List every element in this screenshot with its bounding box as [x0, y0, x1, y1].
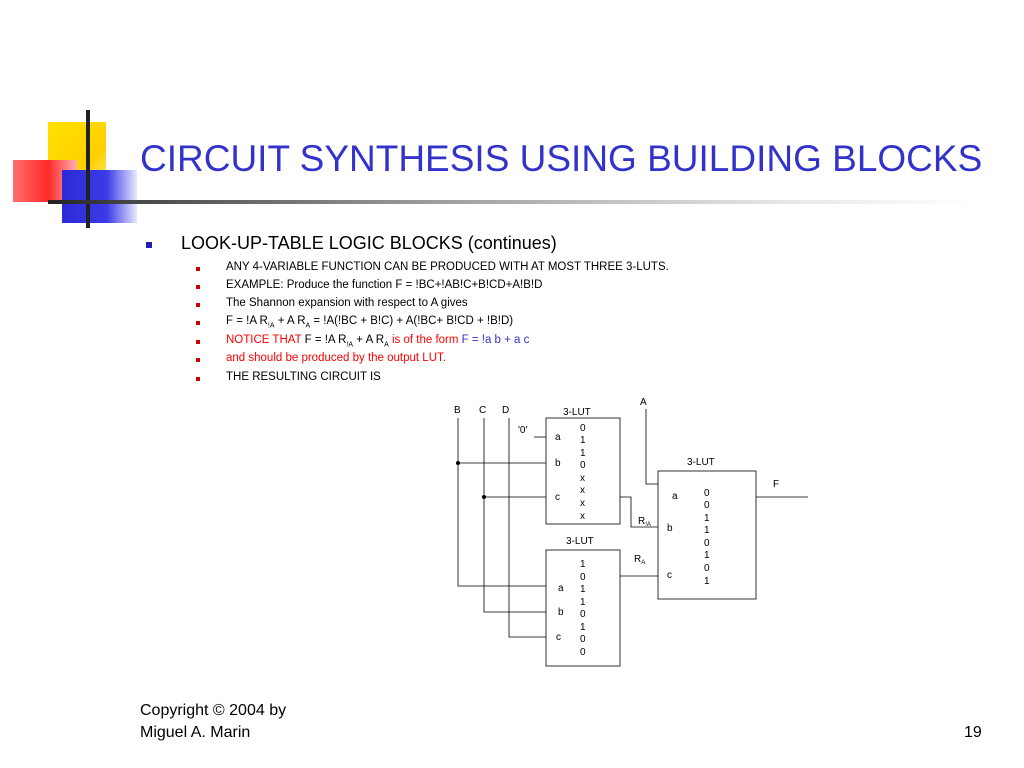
- sub-bullet-marker-icon: [196, 303, 200, 307]
- sub-bullet-4-text: F = !A R!A + A RA = !A(!BC + B!C) + A(!B…: [226, 315, 514, 330]
- sub-bullet-marker-icon: [196, 377, 200, 381]
- junction-dot: [456, 461, 460, 465]
- lut1-bit: 0: [580, 460, 586, 471]
- lut1-bit: x: [580, 473, 585, 484]
- lut1-pin-b: b: [555, 458, 561, 469]
- lut3-bit: 1: [704, 525, 710, 536]
- decor-vertical-bar: [86, 110, 90, 228]
- sub-bullet-2-text: EXAMPLE: Produce the function F = !BC+!A…: [226, 279, 543, 291]
- lut1-bit: x: [580, 511, 585, 522]
- lut2-bit: 1: [580, 622, 586, 633]
- wire-a-to-lut3-a: [645, 409, 658, 485]
- const-zero-label: '0': [518, 425, 527, 436]
- lut3-pin-c: c: [667, 570, 672, 581]
- lut1-pin-a: a: [555, 432, 561, 443]
- copyright-line-2: Miguel A. Marin: [140, 724, 251, 741]
- lut3-bit: 1: [704, 513, 710, 524]
- wire-c-to-lut2-b: [483, 418, 546, 613]
- input-d-label: D: [502, 405, 509, 416]
- input-a-label: A: [640, 397, 647, 408]
- lut2-pin-b: b: [558, 607, 564, 618]
- lut1-bit: 1: [580, 435, 586, 446]
- sub-bullet-3-text: The Shannon expansion with respect to A …: [226, 297, 468, 309]
- r-not-a-label: R!A: [638, 516, 651, 528]
- sub-bullet-5-text: NOTICE THAT F = !A R!A + A RA is of the …: [226, 334, 530, 349]
- bullet-marker-icon: [146, 242, 152, 248]
- lut3-pin-a: a: [672, 491, 678, 502]
- wire-r-not-a: [620, 496, 658, 528]
- lut2-title: 3-LUT: [566, 536, 594, 547]
- lut2-bit: 0: [580, 634, 586, 645]
- wire-d-to-lut2-c: [508, 418, 546, 638]
- lut1-pin-c: c: [555, 492, 560, 503]
- lut3-bit: 1: [704, 576, 710, 587]
- input-c-label: C: [479, 405, 486, 416]
- lut2-pin-c: c: [556, 632, 561, 643]
- lut2-bits: 1 0 1 1 0 1 0 0: [580, 559, 586, 658]
- copyright-line-1: Copyright © 2004 by: [140, 702, 287, 719]
- title-underline: [48, 200, 978, 204]
- lut3-box: [657, 470, 757, 600]
- footer-copyright: Copyright © 2004 by Miguel A. Marin: [140, 700, 286, 744]
- lut2-pin-a: a: [558, 583, 564, 594]
- lut3-bit: 0: [704, 538, 710, 549]
- sub-bullet-marker-icon: [196, 321, 200, 325]
- lut2-bit: 0: [580, 609, 586, 620]
- lut2-bit: 1: [580, 597, 586, 608]
- r-a-label: RA: [634, 554, 645, 566]
- sub-bullet-7-text: THE RESULTING CIRCUIT IS: [226, 371, 381, 383]
- lut2-bit: 0: [580, 572, 586, 583]
- slide-number: 19: [964, 724, 982, 741]
- lut3-bit: 1: [704, 550, 710, 561]
- sub-bullet-1-text: ANY 4-VARIABLE FUNCTION CAN BE PRODUCED …: [226, 261, 669, 273]
- lut3-bit: 0: [704, 488, 710, 499]
- lut3-bits: 0 0 1 1 0 1 0 1: [704, 488, 710, 587]
- lut2-bit: 1: [580, 584, 586, 595]
- sub-bullet-marker-icon: [196, 285, 200, 289]
- lut1-bit: x: [580, 498, 585, 509]
- sub-bullet-marker-icon: [196, 340, 200, 344]
- lut2-bit: 0: [580, 647, 586, 658]
- lut1-bit: 0: [580, 423, 586, 434]
- lut3-pin-b: b: [667, 523, 673, 534]
- wire-b-to-lut2-a: [457, 418, 546, 587]
- sub-bullet-marker-icon: [196, 358, 200, 362]
- lut2-bit: 1: [580, 559, 586, 570]
- junction-dot: [482, 495, 486, 499]
- slide-title: CIRCUIT SYNTHESIS USING BUILDING BLOCKS: [140, 138, 983, 179]
- output-f-label: F: [773, 479, 779, 490]
- input-b-label: B: [454, 405, 461, 416]
- lut1-box: [545, 417, 621, 525]
- lut3-bit: 0: [704, 563, 710, 574]
- lut3-title: 3-LUT: [687, 457, 715, 468]
- decor-blue-square: [62, 170, 137, 223]
- sub-bullet-marker-icon: [196, 267, 200, 271]
- sub-bullet-6-text: and should be produced by the output LUT…: [226, 352, 446, 364]
- lut2-box: [545, 549, 621, 667]
- lut3-bit: 0: [704, 500, 710, 511]
- lut1-bit: x: [580, 485, 585, 496]
- lut1-bit: 1: [580, 448, 586, 459]
- lut1-title: 3-LUT: [563, 407, 591, 418]
- lut1-bits: 0 1 1 0 x x x x: [580, 423, 586, 522]
- bullet-text: LOOK-UP-TABLE LOGIC BLOCKS (continues): [181, 233, 557, 253]
